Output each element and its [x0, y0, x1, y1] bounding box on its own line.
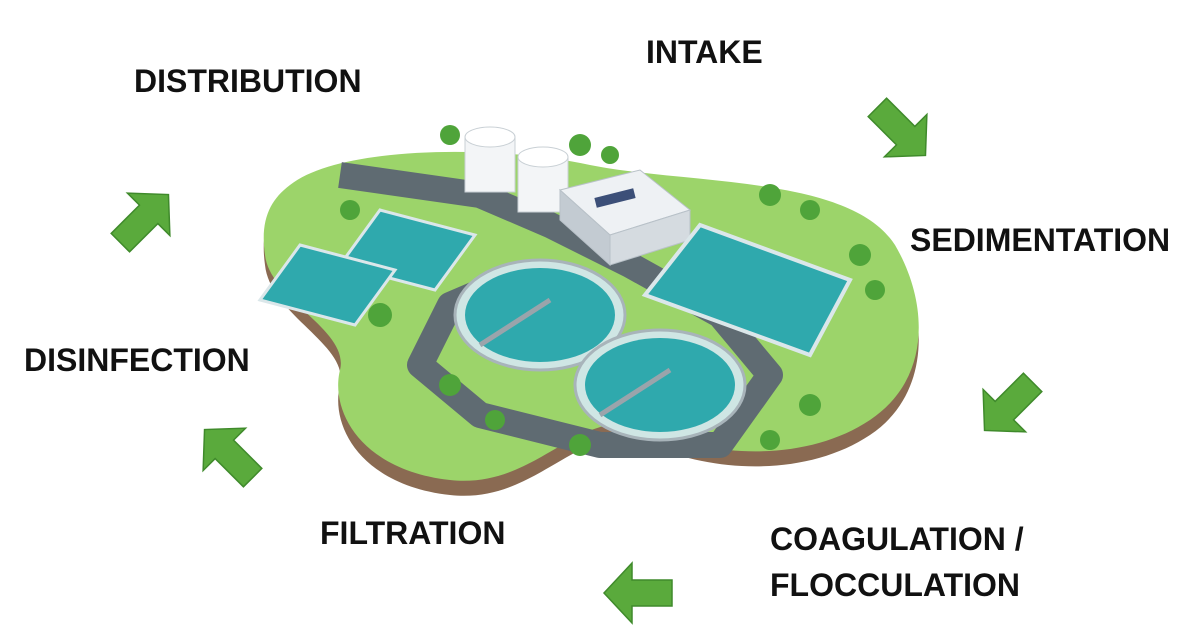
- arrow-shape: [982, 372, 1043, 433]
- arrow-icon-coagulation-to-filtration: [602, 561, 673, 625]
- circular-clarifiers: [453, 258, 747, 442]
- arrow-icon-intake-to-sedimentation: [867, 97, 928, 158]
- label-disinfection: DISINFECTION: [24, 342, 250, 378]
- arrow-shape: [867, 97, 928, 158]
- trees: [340, 125, 885, 456]
- arrow-shape: [202, 427, 263, 488]
- label-coagulation: COAGULATION /: [770, 521, 1024, 557]
- label-coagulation-flocculation: COAGULATION / FLOCCULATION: [770, 516, 1024, 608]
- label-distribution: DISTRIBUTION: [134, 63, 362, 99]
- arrow-shape: [110, 192, 171, 253]
- plant-road: [338, 162, 783, 458]
- sedimentation-basin: [641, 222, 853, 358]
- arrow-shape: [602, 561, 673, 625]
- label-intake: INTAKE: [646, 34, 763, 70]
- water-treatment-plant-illustration: [257, 125, 919, 496]
- arrow-icon-disinfection-to-distribution: [110, 192, 171, 253]
- arrow-icon-filtration-to-disinfection: [202, 427, 263, 488]
- label-sedimentation: SEDIMENTATION: [910, 222, 1171, 258]
- label-filtration: FILTRATION: [320, 515, 506, 551]
- arrow-icon-sedimentation-to-coagulation: [982, 372, 1043, 433]
- filter-basins: [257, 208, 478, 327]
- label-flocculation: FLOCCULATION: [770, 567, 1021, 603]
- storage-tanks: [464, 126, 569, 213]
- control-building: [558, 169, 692, 267]
